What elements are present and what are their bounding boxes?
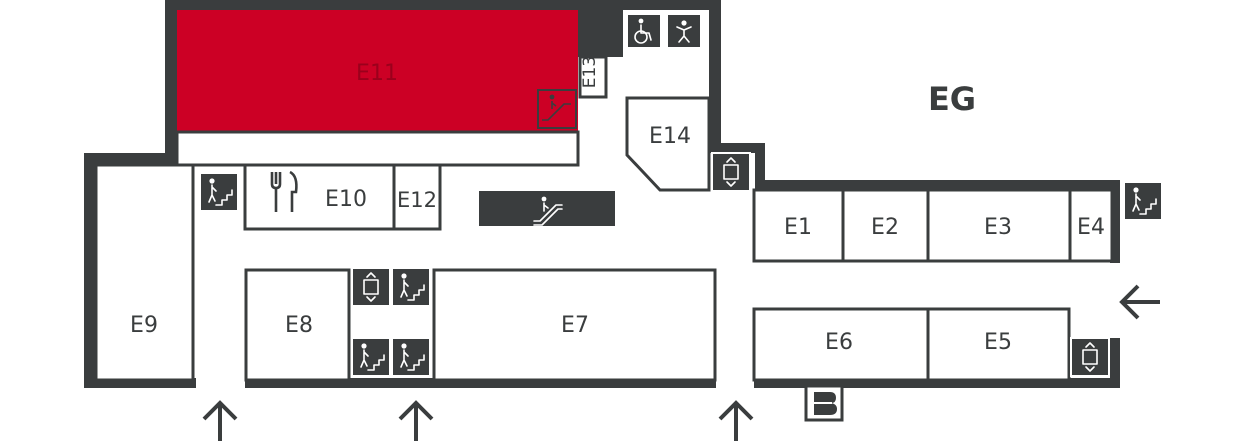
arrow-left-icon [1119, 284, 1160, 320]
wall-bottom-right [754, 378, 1120, 388]
fork-knife-icon [270, 170, 298, 212]
stairs-icon[interactable] [391, 337, 431, 377]
arrow-up-icon [398, 400, 434, 441]
wall-right-top [709, 0, 721, 150]
stairs-icon[interactable] [199, 172, 239, 212]
wall-right-step [709, 143, 765, 153]
room-e6[interactable] [752, 307, 930, 382]
room-label-e14: E14 [649, 124, 691, 149]
room-e14[interactable] [625, 96, 711, 192]
stairs-icon[interactable] [1123, 181, 1163, 221]
wall-e5-right [1110, 338, 1120, 388]
baby-change-icon[interactable] [666, 13, 702, 49]
room-e8[interactable] [244, 268, 351, 382]
elevator-icon[interactable] [711, 152, 751, 192]
room-label-e7: E7 [561, 313, 589, 338]
elevator-icon[interactable] [351, 267, 391, 307]
wall-right-step-down [755, 143, 765, 190]
floor-label: EG [928, 80, 976, 118]
wall-left-top [84, 153, 176, 165]
wall-e11-block [165, 0, 721, 10]
room-label-e6: E6 [825, 330, 853, 355]
arrow-up-icon [718, 400, 754, 441]
room-label-e11: E11 [356, 61, 398, 86]
escalator-icon[interactable] [537, 89, 577, 129]
room-e12[interactable] [392, 163, 442, 231]
room-label-e12: E12 [397, 188, 437, 212]
room-e3[interactable] [926, 188, 1072, 263]
room-e4[interactable] [1068, 188, 1114, 263]
wall-e13-dark [578, 0, 623, 57]
wall-e4-right [1110, 180, 1120, 263]
room-label-e9: E9 [130, 313, 158, 338]
wall-left-side [84, 153, 96, 388]
room-e9[interactable] [94, 163, 195, 382]
room-label-e10: E10 [325, 187, 367, 212]
room-e5[interactable] [926, 307, 1071, 382]
room-e7[interactable] [432, 268, 717, 382]
wheelchair-icon[interactable] [626, 13, 662, 49]
wall-bottom-mid [245, 378, 716, 388]
info-b-icon[interactable] [804, 384, 844, 422]
room-e11[interactable] [177, 10, 578, 132]
wall-e11-left [165, 0, 177, 165]
wall-bottom-left [84, 378, 196, 388]
room-label-e4: E4 [1077, 215, 1105, 240]
arrow-up-icon [202, 400, 238, 441]
escalator-icon[interactable] [533, 196, 563, 226]
room-e13[interactable] [578, 55, 608, 99]
room-e10[interactable] [243, 163, 396, 231]
room-label-e13: E13 [580, 56, 600, 88]
room-e2[interactable] [841, 188, 930, 263]
room-label-e2: E2 [871, 215, 899, 240]
wall-top-right-block [755, 180, 1120, 190]
room-label-e5: E5 [984, 330, 1012, 355]
room-label-e1: E1 [784, 215, 812, 240]
stairs-icon[interactable] [351, 337, 391, 377]
corridor-strip [175, 130, 580, 167]
room-label-e8: E8 [285, 313, 313, 338]
elevator-icon[interactable] [1070, 337, 1110, 377]
room-label-e3: E3 [984, 215, 1012, 240]
stairs-icon[interactable] [391, 267, 431, 307]
